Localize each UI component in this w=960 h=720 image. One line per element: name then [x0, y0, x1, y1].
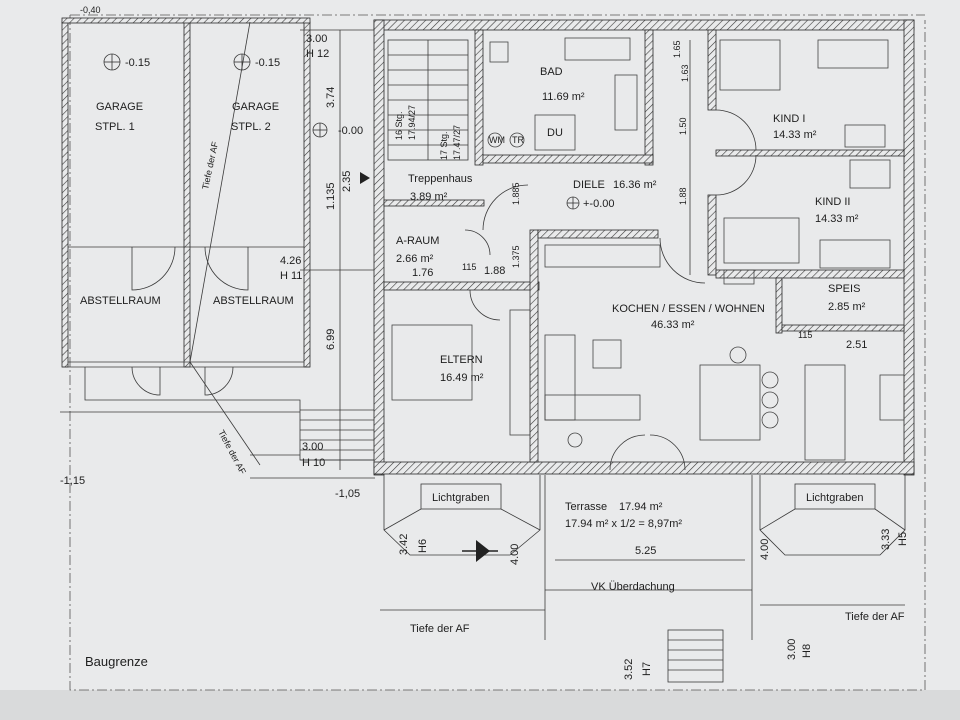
- terrasse-label: Terrasse: [565, 501, 607, 513]
- dim-300a: 3.00: [306, 33, 327, 45]
- abstellraum1-label: ABSTELLRAUM: [80, 295, 161, 307]
- araum-label: A-RAUM: [396, 235, 439, 247]
- tr-label: TR: [512, 135, 524, 145]
- living-area-furniture: [544, 244, 905, 471]
- dim-h7: H7: [641, 662, 653, 676]
- dim-426: 4.26: [280, 255, 301, 267]
- diele-level: +-0.00: [583, 198, 615, 210]
- dim-115a: 115: [462, 262, 476, 272]
- dim-165: 1.65: [672, 40, 682, 58]
- eltern-furniture: [391, 289, 531, 436]
- dim-h8: H8: [801, 644, 813, 658]
- stairs-ratio-1: 17.94/27: [407, 105, 417, 140]
- top-corner-level: -0,40: [80, 5, 101, 15]
- tiefe-af-label-3: Tiefe der AF: [410, 623, 470, 635]
- house-walls: [373, 19, 915, 476]
- diele-label: DIELE: [573, 179, 605, 191]
- dim-h11: H 11: [280, 270, 302, 282]
- stairwell: [360, 39, 469, 184]
- du-label: DU: [547, 127, 563, 139]
- stairs-count-2: 17 Stg.: [439, 131, 449, 160]
- garage1-level: -0.15: [125, 57, 150, 69]
- dim-1135: 1.135: [325, 182, 337, 210]
- tiefe-af-label-4: Tiefe der AF: [845, 611, 905, 623]
- garage2-label: GARAGE: [232, 101, 279, 113]
- dim-h5: H5: [897, 532, 909, 546]
- terrasse-outline: [462, 475, 753, 683]
- dim-176: 1.76: [412, 267, 433, 279]
- garage-block: [61, 17, 311, 466]
- lichtgraben-boxes: [383, 475, 906, 556]
- garage2-level: -0.15: [255, 57, 280, 69]
- level-105: -1,05: [335, 488, 360, 500]
- garage2-sub: STPL. 2: [231, 121, 271, 133]
- dim-188a: 1.88: [678, 187, 688, 205]
- lichtgraben1-label: Lichtgraben: [432, 492, 490, 504]
- dim-342: 3.42: [398, 534, 410, 555]
- vk-label: VK Überdachung: [591, 581, 675, 593]
- kind2-area: 14.33 m²: [815, 213, 859, 225]
- dim-h10: H 10: [302, 457, 325, 469]
- dim-251: 2.51: [846, 339, 867, 351]
- dim-188b: 1.88: [484, 265, 505, 277]
- baugrenze-label: Baugrenze: [85, 654, 148, 669]
- bathroom-fixtures: [487, 37, 638, 151]
- kind1-label: KIND I: [773, 113, 805, 125]
- speis-area: 2.85 m²: [828, 301, 866, 313]
- treppenhaus-area: 3.89 m²: [410, 191, 448, 203]
- dim-115b: 115: [798, 330, 812, 340]
- level-000: -0.00: [338, 125, 363, 137]
- dim-1375: 1.375: [511, 245, 521, 268]
- bad-label: BAD: [540, 66, 563, 78]
- terrasse-calc: 17.94 m² x 1/2 = 8,97m²: [565, 518, 682, 530]
- dim-300b: 3.00: [302, 441, 323, 453]
- kind2-label: KIND II: [815, 196, 850, 208]
- dim-374: 3.74: [325, 87, 337, 108]
- dim-163: 1.63: [680, 64, 690, 82]
- level-115: -1,15: [60, 475, 85, 487]
- dim-1885: 1.885: [511, 182, 521, 205]
- bad-area: 11.69 m²: [542, 91, 585, 103]
- dim-699: 6.99: [325, 329, 337, 350]
- speis-label: SPEIS: [828, 283, 860, 295]
- kochen-label: KOCHEN / ESSEN / WOHNEN: [612, 303, 765, 315]
- stairs-count-1: 16 Stg.: [394, 111, 404, 140]
- diele-area: 16.36 m²: [613, 179, 657, 191]
- dim-h12: H 12: [306, 48, 329, 60]
- wm-label: WM: [489, 135, 505, 145]
- garage1-sub: STPL. 1: [95, 121, 135, 133]
- kind1-area: 14.33 m²: [773, 129, 817, 141]
- eltern-area: 16.49 m²: [440, 372, 484, 384]
- dim-400b: 4.00: [759, 539, 771, 560]
- treppenhaus-label: Treppenhaus: [408, 173, 473, 185]
- dim-400a: 4.00: [509, 544, 521, 565]
- garage1-label: GARAGE: [96, 101, 143, 113]
- dim-h6: H6: [417, 539, 429, 553]
- kochen-area: 46.33 m²: [651, 319, 695, 331]
- baugrenze-line: [69, 14, 926, 691]
- kids-rooms-furniture: [719, 39, 891, 285]
- dim-352: 3.52: [623, 659, 635, 680]
- eltern-label: ELTERN: [440, 354, 483, 366]
- stairs-ratio-2: 17.47/27: [452, 125, 462, 160]
- terrasse-area: 17.94 m²: [619, 501, 663, 513]
- lichtgraben2-label: Lichtgraben: [806, 492, 864, 504]
- dim-235: 2.35: [341, 171, 353, 192]
- araum-area: 2.66 m²: [396, 253, 434, 265]
- dim-333: 3.33: [880, 529, 892, 550]
- dim-300c: 3.00: [786, 639, 798, 660]
- dim-525: 5.25: [635, 545, 656, 557]
- dimension-lines: [300, 29, 905, 611]
- dim-150: 1.50: [678, 117, 688, 135]
- abstellraum2-label: ABSTELLRAUM: [213, 295, 294, 307]
